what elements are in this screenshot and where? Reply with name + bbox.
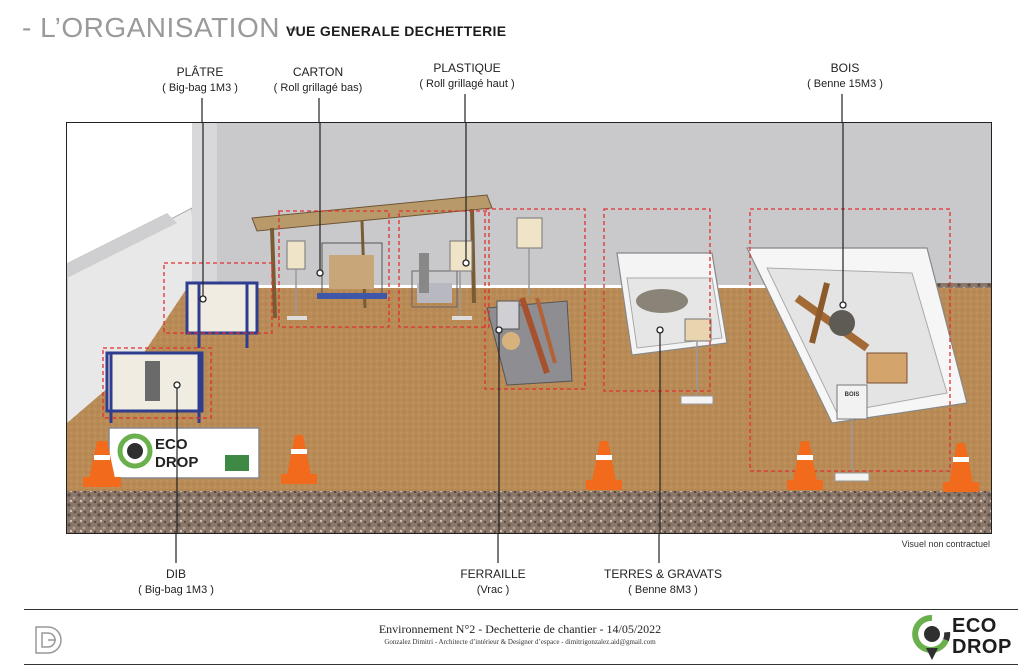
traffic-cones (83, 435, 979, 492)
label-ferraille: FERRAILLE (Vrac ) (460, 567, 526, 596)
label-bois: BOIS ( Benne 15M3 ) (807, 61, 883, 90)
sign-eco-text: ECO (155, 436, 188, 453)
bois-sign-text: BOIS (845, 392, 860, 398)
zone-outlines (102, 208, 951, 472)
footer-author-line: Gonzalez Dimitri - Architecte d’intérieu… (384, 638, 656, 646)
page-subtitle: VUE GENERALE DECHETTERIE (286, 23, 507, 39)
scene-drawing: BOIS ECO DROP (67, 123, 991, 533)
logo-drop-text: DROP (952, 636, 1012, 658)
label-carton: CARTON ( Roll grillagé bas) (273, 65, 363, 94)
label-platre: PLÂTRE ( Big-bag 1M3 ) (162, 65, 238, 94)
footer-divider-bottom (24, 664, 1018, 665)
disclaimer-text: Visuel non contractuel (901, 539, 990, 549)
label-plastique: PLASTIQUE ( Roll grillagé haut ) (419, 61, 515, 90)
label-terres-gravats: TERRES & GRAVATS ( Benne 8M3 ) (603, 567, 723, 596)
eco-drop-logo-icon (912, 615, 951, 660)
footer-credits: Environnement N°2 - Dechetterie de chant… (379, 622, 661, 646)
footer-divider-top (24, 609, 1018, 610)
page-title: - L’ORGANISATION - (22, 12, 299, 43)
dg-monogram-icon: DG (35, 626, 62, 654)
footer-project-line: Environnement N°2 - Dechetterie de chant… (378, 622, 662, 636)
logo-eco-text: ECO (952, 615, 997, 637)
eco-drop-logo: ECO DROP (912, 614, 1020, 662)
label-dib: DIB ( Big-bag 1M3 ) (138, 567, 214, 596)
leader-lines (176, 123, 844, 533)
waste-area-illustration: BOIS ECO DROP (66, 122, 992, 534)
